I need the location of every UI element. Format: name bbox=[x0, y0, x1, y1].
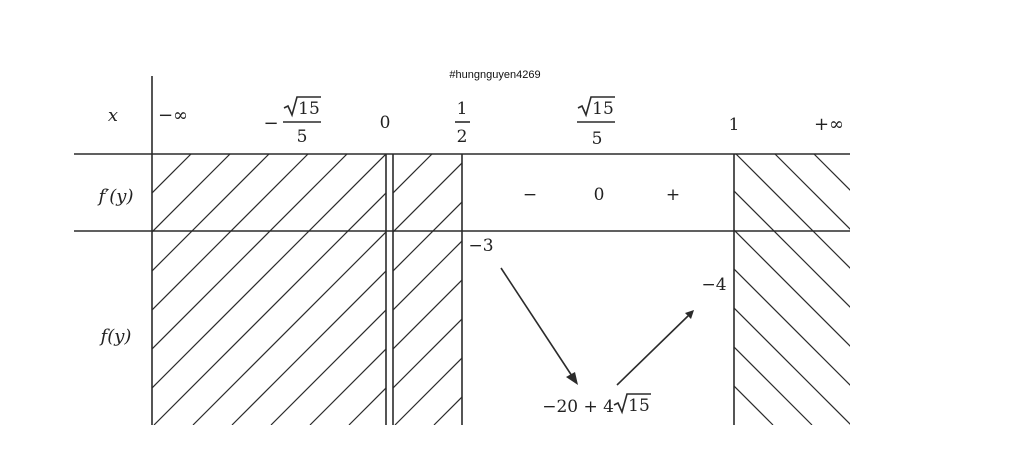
sqrt-symbol bbox=[283, 96, 321, 118]
minimum-radicand: 15 bbox=[628, 396, 650, 416]
fraction-sign: − bbox=[263, 113, 278, 134]
hatch-line bbox=[152, 154, 231, 233]
hatch-line bbox=[152, 154, 386, 389]
fraction-denominator: 2 bbox=[457, 127, 468, 147]
hatch-line bbox=[393, 318, 462, 389]
function-value-minimum: −20 + 4 15 bbox=[542, 393, 651, 417]
hatch-line bbox=[707, 154, 978, 425]
x-value-zero: 0 bbox=[380, 113, 391, 133]
hatch-line bbox=[734, 346, 813, 425]
fraction-numerator-radicand: 15 bbox=[298, 99, 320, 119]
hatch-line bbox=[152, 154, 192, 194]
arrow-increasing bbox=[616, 310, 694, 386]
hatch-line bbox=[309, 348, 386, 425]
hatch-line bbox=[270, 309, 386, 425]
excluded-region-left bbox=[0, 154, 893, 425]
hatch-line bbox=[152, 154, 270, 272]
derivative-sign-plus: + bbox=[666, 185, 680, 205]
fraction-numerator-radicand: 15 bbox=[592, 99, 614, 119]
hatch-line bbox=[774, 154, 850, 230]
hatch-line bbox=[0, 154, 113, 425]
hatch-line bbox=[393, 154, 394, 155]
x-value-sqrt15-over-5: 15 5 bbox=[577, 96, 615, 149]
function-value-right: −4 bbox=[701, 275, 726, 295]
arrow-decreasing bbox=[500, 267, 578, 385]
hatch-line bbox=[394, 357, 462, 425]
hatch-line bbox=[622, 154, 893, 425]
hatch-line bbox=[393, 162, 462, 233]
hatch-line bbox=[1009, 154, 1024, 425]
hatch-line bbox=[153, 192, 386, 425]
hatch-line bbox=[512, 154, 783, 425]
fraction-numerator: 1 bbox=[457, 99, 468, 119]
hatch-line bbox=[348, 387, 386, 425]
hatch-line bbox=[734, 268, 850, 386]
x-value-neg-infinity: −∞ bbox=[158, 105, 188, 126]
function-value-left: −3 bbox=[468, 236, 493, 256]
watermark-text: #hungnguyen4269 bbox=[449, 69, 540, 81]
hatch-line bbox=[152, 154, 309, 311]
hatch-line bbox=[152, 154, 348, 350]
hatch-line bbox=[551, 154, 822, 425]
hatch-line bbox=[734, 385, 774, 425]
hatch-line bbox=[735, 154, 850, 269]
hatch-line bbox=[734, 229, 850, 347]
row-label-x: x bbox=[108, 105, 118, 126]
minimum-prefix: −20 + 4 bbox=[542, 397, 614, 417]
derivative-sign-minus: − bbox=[523, 185, 537, 205]
excluded-region-middle bbox=[393, 154, 1017, 425]
derivative-zero: 0 bbox=[594, 185, 605, 205]
excluded-region-right bbox=[424, 154, 1024, 425]
hatch-line bbox=[424, 154, 695, 425]
x-value-one: 1 bbox=[729, 115, 740, 135]
hatch-line bbox=[892, 154, 1024, 425]
hatch-line bbox=[427, 154, 698, 425]
sqrt-symbol bbox=[613, 393, 651, 415]
hatch-line bbox=[931, 154, 1024, 425]
hatch-line bbox=[192, 231, 386, 425]
hatch-line bbox=[813, 154, 850, 191]
row-label-function: f(y) bbox=[99, 326, 132, 347]
hatch-line bbox=[746, 154, 1017, 425]
sqrt-symbol bbox=[577, 96, 615, 118]
hatch-line bbox=[393, 154, 433, 194]
hatch-line bbox=[734, 190, 850, 308]
fraction-denominator: 5 bbox=[592, 129, 603, 149]
x-value-pos-infinity: +∞ bbox=[814, 114, 844, 135]
fraction-denominator: 5 bbox=[297, 127, 308, 147]
hatch-line bbox=[433, 396, 462, 425]
hatch-line bbox=[505, 154, 776, 425]
hatch-line bbox=[853, 154, 1024, 425]
hatch-line bbox=[970, 154, 1024, 425]
row-label-derivative: f′(y) bbox=[97, 186, 134, 207]
hatch-line bbox=[231, 270, 386, 425]
hatch-line bbox=[393, 240, 462, 311]
hatch-line bbox=[393, 279, 462, 350]
x-value-one-half: 1 2 bbox=[455, 99, 470, 147]
hatch-line bbox=[734, 307, 850, 425]
x-value-neg-sqrt15-over-5: − 15 5 bbox=[263, 96, 321, 147]
hatch-line bbox=[393, 201, 462, 272]
